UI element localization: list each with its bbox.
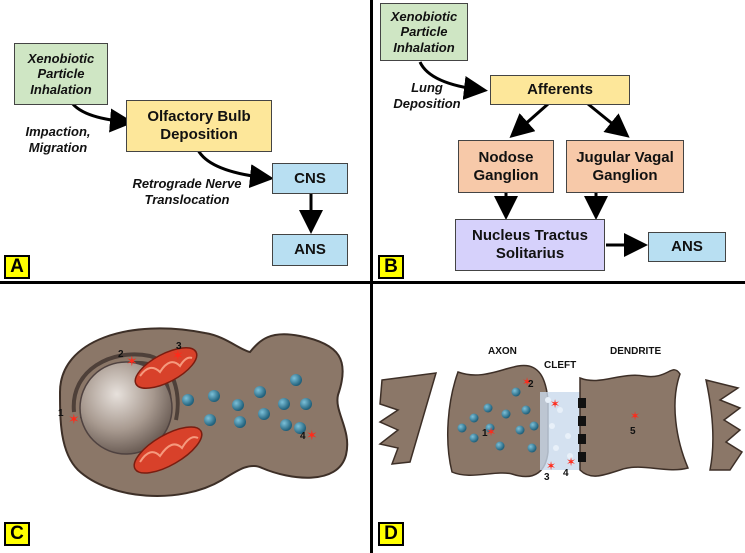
synapse-illustration: ✶ ✶ ✶ ✶ ✶ ✶ [378, 364, 744, 478]
b-edge1-label: Lung Deposition [393, 80, 461, 112]
b-ans-box: ANS [648, 232, 726, 262]
svg-text:✶: ✶ [546, 459, 556, 473]
mitochondrion-top [134, 347, 198, 389]
b-nts-box: Nucleus Tractus Solitarius [455, 219, 605, 271]
arrow-b3 [587, 102, 630, 138]
svg-text:✶: ✶ [68, 411, 80, 427]
axon-terminal [446, 364, 549, 478]
arrow-b1 [418, 61, 488, 100]
d-marker-2: 2 [528, 379, 534, 390]
c-marker-1: 1 [58, 408, 64, 419]
svg-text:✶: ✶ [486, 425, 496, 439]
svg-text:✶: ✶ [126, 353, 138, 369]
a-inhalation-box: Xenobiotic Particle Inhalation [14, 43, 108, 105]
receptors [578, 398, 586, 462]
arrow-a2 [196, 149, 274, 189]
a-cns-box: CNS [272, 163, 348, 194]
svg-text:✶: ✶ [566, 455, 576, 469]
c-marker-4: 4 [300, 431, 306, 442]
b-afferents-box: Afferents [490, 75, 630, 105]
c-marker-3: 3 [176, 341, 182, 352]
right-fragment [705, 378, 744, 471]
b-jugular-box: Jugular Vagal Ganglion [566, 140, 684, 193]
particles-c: ✶ ✶ ✶ ✶ [68, 347, 318, 443]
vesicles-c [182, 374, 312, 434]
vertical-divider [370, 0, 373, 553]
cleft-zone [540, 392, 580, 470]
arrow-b2 [509, 102, 549, 138]
d-axon-label: AXON [488, 346, 517, 357]
a-olfactory-box: Olfactory Bulb Deposition [126, 100, 272, 152]
a-edge2-label: Retrograde Nerve Translocation [132, 176, 242, 208]
a-ans-box: ANS [272, 234, 348, 266]
left-fragment [378, 372, 438, 465]
cell-illustration: ✶ ✶ ✶ ✶ [58, 327, 349, 497]
dendrite [579, 369, 690, 477]
d-dendrite-label: DENDRITE [610, 346, 662, 357]
panel-b-letter: B [378, 255, 404, 279]
d-marker-1: 1 [482, 428, 488, 439]
mitochondrion-bottom [133, 426, 203, 474]
svg-text:✶: ✶ [630, 409, 640, 423]
particles-d: ✶ ✶ ✶ ✶ ✶ ✶ [486, 375, 640, 473]
b-nodose-box: Nodose Ganglion [458, 140, 554, 193]
panel-c-letter: C [4, 522, 30, 546]
d-marker-3: 3 [544, 472, 550, 483]
d-marker-5: 5 [630, 426, 636, 437]
b-inhalation-box: Xenobiotic Particle Inhalation [380, 3, 468, 61]
svg-text:✶: ✶ [550, 397, 560, 411]
svg-text:✶: ✶ [172, 347, 184, 363]
vesicles-d [457, 387, 539, 453]
d-cleft-label: CLEFT [544, 360, 577, 371]
panel-d-letter: D [378, 522, 404, 546]
svg-text:✶: ✶ [306, 427, 318, 443]
horizontal-divider [0, 281, 745, 284]
c-marker-2: 2 [118, 349, 124, 360]
d-marker-4: 4 [563, 468, 569, 479]
svg-text:✶: ✶ [522, 375, 532, 389]
panel-a-letter: A [4, 255, 30, 279]
a-edge1-label: Impaction, Migration [25, 124, 91, 156]
cleft-dots [545, 397, 573, 459]
